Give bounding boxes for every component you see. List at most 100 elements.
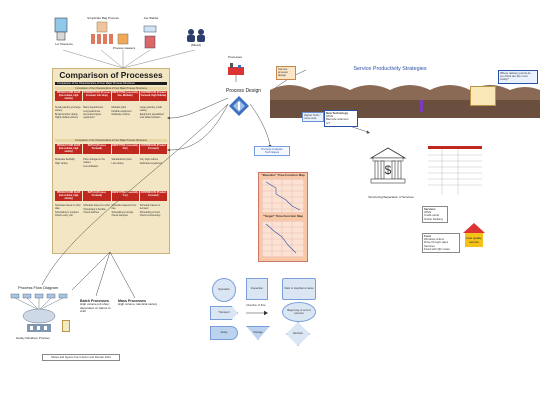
- services-item: Credit cards: [424, 213, 440, 218]
- food-item: Drive through sales: [424, 240, 449, 245]
- icon-connectors: [62, 50, 196, 68]
- welder-icon: [143, 25, 157, 49]
- harley-inspect-box: [62, 320, 70, 332]
- icon-label-5: [Mixed]: [191, 43, 201, 47]
- transport-symbol: Transport: [210, 306, 238, 320]
- comparison-topbar: Comparison of the Characteristics of Fou…: [55, 82, 167, 86]
- bank-caption: Structuring/Separation of Services: [368, 195, 414, 199]
- comparison-band-1: Comparison of the Characteristics of Fou…: [55, 87, 167, 90]
- header-cell: PROJECT/JOB SHOP (low volume, high varie…: [55, 191, 83, 202]
- svg-text:$: $: [385, 163, 392, 177]
- new-tech-line: Barcode scanners: [326, 117, 349, 122]
- new-tech-title: New Technology: [326, 111, 349, 115]
- process-flow-title: Process Flow Diagram: [18, 285, 59, 290]
- time-function-map: "Baseline" Time-Function Map "Target" Ti…: [258, 172, 308, 262]
- mass-title: Mass Processes: [118, 299, 146, 303]
- house-label: Fast quality service: [466, 236, 482, 244]
- service-process-box: Service process design: [276, 66, 296, 80]
- header-cell: INTERMITTENT (Process Focused, Job shop): [83, 91, 111, 102]
- icon-label-4: Joe Welder: [143, 16, 159, 20]
- service-table-header: [428, 146, 482, 149]
- header-row-2: PROJECT/JOB SHOP (low volume, high varie…: [55, 144, 167, 155]
- mass-text: High volume, identical variety: [118, 302, 158, 307]
- comparison-panel: Comparison of Processes Comparison of th…: [52, 68, 170, 254]
- process-design-title: Process Design: [226, 88, 262, 94]
- services-list: Services ATMs Credit cards Online bankin…: [422, 206, 448, 223]
- new-tech-box: New Technology ATMs Barcode scanners IoT: [324, 110, 358, 127]
- header-row-3: PROJECT/JOB SHOP (low volume, high varie…: [55, 191, 167, 202]
- service-table-lines: [428, 149, 482, 195]
- food-item: Windows orders: [424, 237, 445, 242]
- food-item: Fixed with QR codes: [424, 246, 450, 251]
- ftm-grid-1: [262, 179, 304, 213]
- processes-top: Processes: [220, 55, 260, 78]
- inspection-symbol: Inspection: [246, 278, 268, 300]
- direction-arrow: [246, 310, 268, 316]
- header-cell: BATCH (Process Focused): [83, 191, 111, 202]
- storage-symbol: Storage: [246, 326, 270, 340]
- header-cell: REPETITIVE (Assembly line): [111, 144, 139, 155]
- ftm-title-2: "Target" Time-Function Map: [262, 214, 304, 218]
- processes-label: Processes: [228, 55, 243, 59]
- harley-caption: Harley Davidson Process: [16, 336, 50, 340]
- food-title: Food: [424, 234, 431, 238]
- decision-symbol: Decision: [286, 322, 310, 346]
- people-icon: [187, 29, 205, 42]
- house-icon: [463, 223, 485, 247]
- icon-label-3: Process Heaters: [112, 46, 136, 50]
- mass-processes: Mass Processes High volume, identical va…: [118, 299, 158, 307]
- mixer-icon: [54, 17, 68, 41]
- start-end-symbol: Beginning or end of process: [282, 302, 316, 322]
- bag-process-icon: [91, 21, 113, 44]
- header-cell: PROJECT/JOB SHOP (low volume, high varie…: [55, 144, 83, 155]
- delivery-diagram: [470, 86, 496, 106]
- icon-label-1: Lot Tolerance: [55, 42, 73, 46]
- batch-text: High volume job shop; dependent on failu…: [80, 302, 111, 314]
- service-table: [428, 146, 482, 196]
- process-design-node: [229, 96, 249, 116]
- icon-label-2: Simplicate Bag Process: [87, 16, 119, 20]
- harley-flow-diagram: [9, 292, 73, 336]
- food-list: Food Windows orders Drive through sales …: [422, 233, 460, 254]
- new-tech-line: IoT: [326, 120, 331, 125]
- service-title: Service Productivity Strategies: [353, 66, 427, 72]
- comparison-band-2: Comparison of the Characteristics of Fou…: [55, 139, 167, 142]
- batch-title: Batch Processes: [80, 299, 109, 303]
- higher-tech-box: Higher Tech / more cost: [302, 112, 324, 123]
- factory-icon: [228, 63, 244, 75]
- food-item: Services: [424, 243, 435, 248]
- operation-symbol: Operation: [212, 278, 236, 302]
- header-cell: CONTINUOUS (Product Focused): [139, 144, 167, 155]
- header-cell: PROJECT/JOB SHOP (low volume, high varie…: [55, 91, 83, 102]
- header-cell: REPETITIVE (Assembly line): [111, 191, 139, 202]
- top-icons-strip: Lot Tolerance Simplicate Bag Process Pro…: [33, 14, 213, 68]
- header-row-1: PROJECT/JOB SHOP (low volume, high varie…: [55, 91, 167, 102]
- ftm-grid-2: [262, 221, 304, 257]
- direction-label: Direction of flow: [246, 304, 266, 308]
- delay-symbol: Delay: [210, 326, 238, 340]
- ftm-title-1: "Baseline" Time-Function Map: [261, 173, 305, 177]
- header-cell: CONTINUOUS (Product Focused): [139, 191, 167, 202]
- header-cell: BATCH (Process Focused): [83, 144, 111, 155]
- source-note: Slides and figures from Heizer and Rende…: [42, 354, 120, 362]
- question-box: Where delivery points do you think are t…: [498, 70, 538, 84]
- header-cell: CONTINUOUS (Product Focused, High Volume…: [139, 91, 167, 102]
- flowchart-symbols: Operation Inspection Start or stop/items…: [200, 268, 340, 348]
- header-cell: REPETITIVE (Assembly line, Modular): [111, 91, 139, 102]
- services-title: Services: [424, 207, 436, 211]
- batch-processes: Batch Processes High volume job shop; de…: [80, 299, 116, 314]
- comparison-title: Comparison of Processes: [59, 70, 163, 80]
